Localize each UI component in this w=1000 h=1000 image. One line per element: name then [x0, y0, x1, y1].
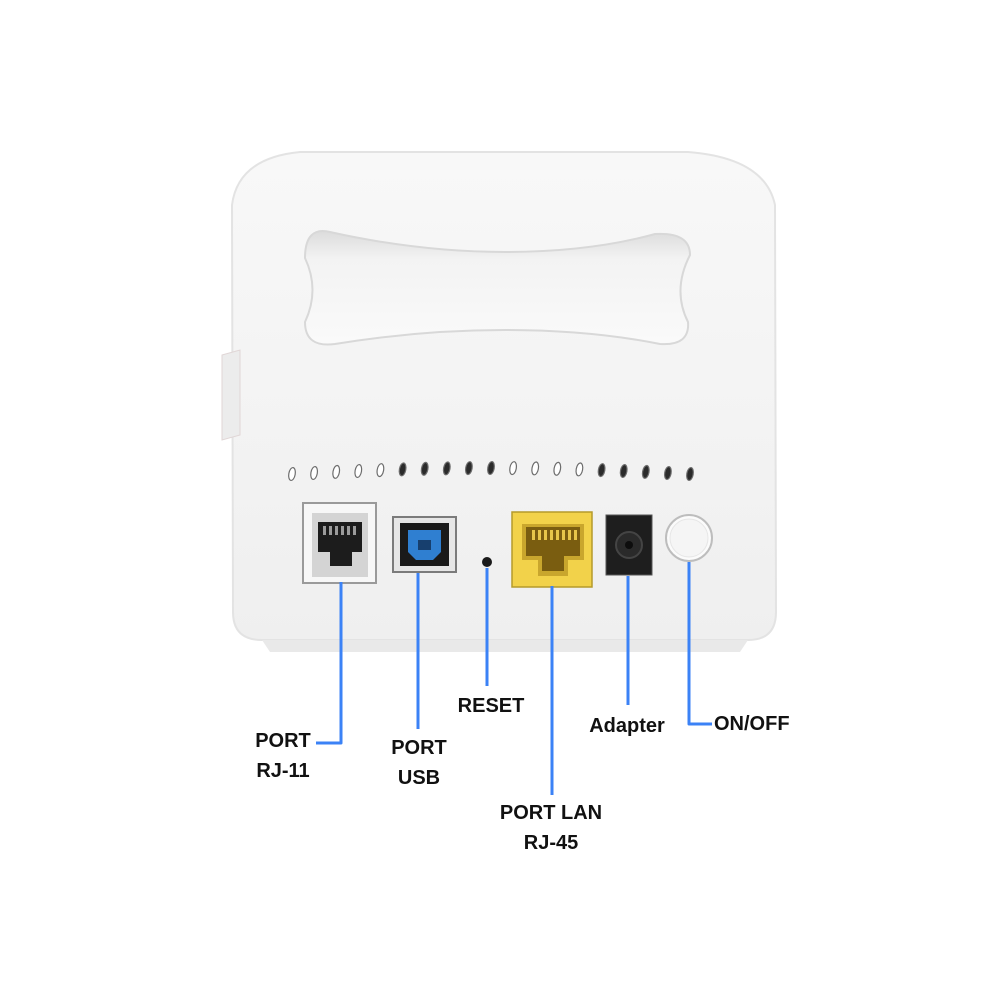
- label-rj11-line2: RJ-11: [256, 760, 310, 782]
- leader-lines: [316, 562, 712, 795]
- label-lan-line2: RJ-45: [523, 832, 579, 854]
- vent-slot: [663, 465, 672, 481]
- vent-slot: [354, 463, 363, 479]
- adapter-jack: [605, 514, 653, 576]
- vent-slot: [288, 466, 296, 482]
- vent-slots: [288, 460, 694, 482]
- label-lan: PORT LAN RJ-45: [491, 798, 611, 858]
- vent-slot: [575, 462, 584, 477]
- vent-slot: [509, 461, 518, 476]
- rj11-port: [302, 502, 377, 584]
- vent-slot: [332, 464, 341, 479]
- label-power: ON/OFF: [714, 709, 810, 739]
- label-reset-line1: RESET: [457, 695, 525, 717]
- label-usb-line1: PORT: [391, 737, 447, 759]
- vent-slot: [641, 464, 650, 479]
- label-adapter: Adapter: [578, 711, 676, 741]
- vent-slot: [686, 466, 694, 482]
- usb-port: [392, 516, 457, 573]
- label-usb: PORT USB: [376, 733, 462, 793]
- label-rj11: PORT RJ-11: [238, 726, 328, 786]
- label-lan-line1: PORT LAN: [499, 802, 603, 824]
- vent-slot: [442, 461, 451, 476]
- label-power-line1: ON/OFF: [714, 713, 790, 735]
- vent-slot: [310, 465, 319, 481]
- label-rj11-line1: PORT: [255, 730, 311, 752]
- vent-slot: [420, 461, 429, 476]
- vent-slot: [531, 461, 540, 476]
- vent-slot: [398, 462, 407, 477]
- vent-slot: [597, 463, 606, 478]
- vent-slot: [376, 463, 385, 478]
- vent-slot: [464, 461, 473, 476]
- label-adapter-line1: Adapter: [589, 715, 665, 737]
- vent-slot: [553, 461, 562, 476]
- lan-port: [511, 511, 593, 588]
- top-vent-recess: [303, 230, 692, 346]
- leader-line-rj11: [316, 582, 343, 745]
- label-usb-line2: USB: [397, 767, 441, 789]
- power-button: [665, 514, 713, 562]
- vent-slot: [487, 460, 495, 476]
- label-reset: RESET: [446, 691, 536, 721]
- leader-line-power: [687, 562, 712, 726]
- reset-pinhole: [482, 557, 492, 567]
- vent-slot: [619, 463, 628, 479]
